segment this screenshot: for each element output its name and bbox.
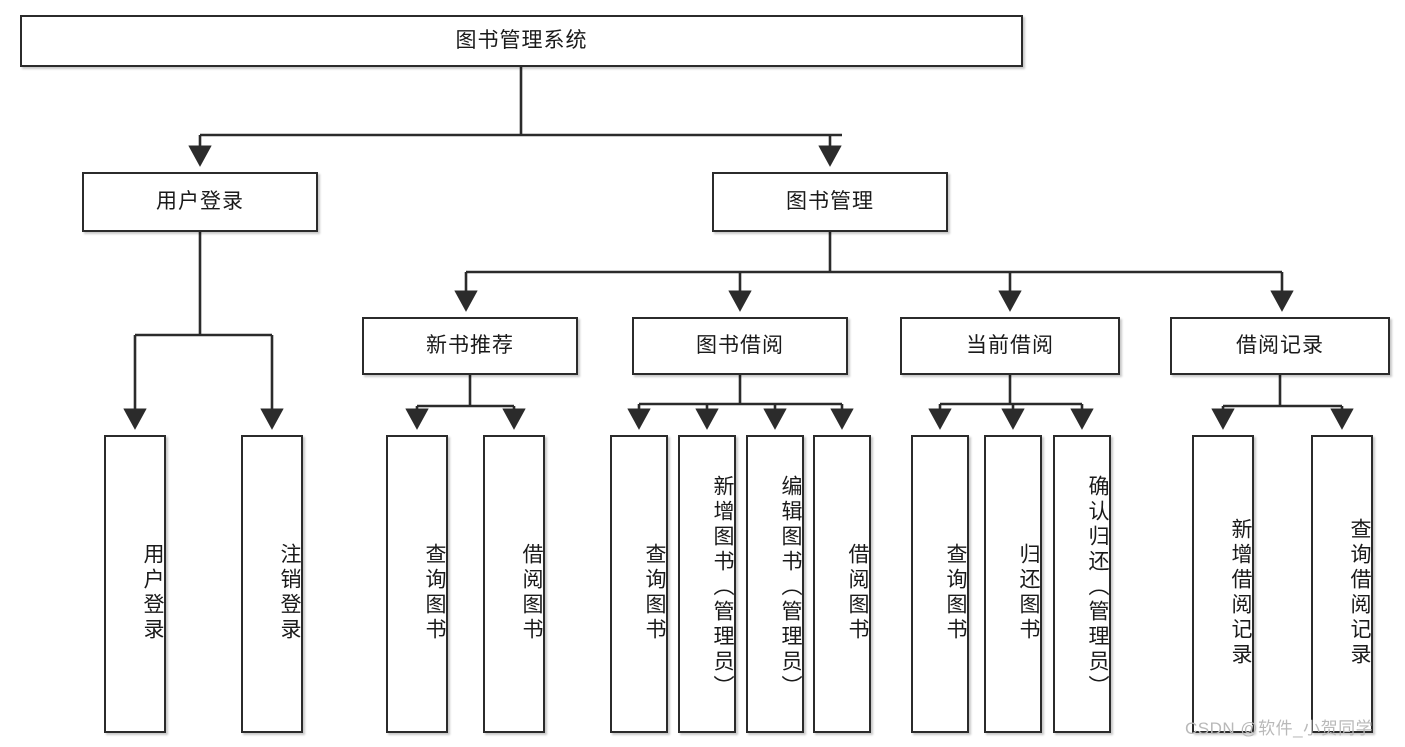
node-leaf-borrow-book-2-label: 借阅图书 bbox=[846, 543, 869, 643]
node-root[interactable]: 图书管理系统 bbox=[20, 15, 1023, 67]
node-leaf-add-record-label: 新增借阅记录 bbox=[1229, 518, 1252, 668]
node-leaf-query-record[interactable]: 查询借阅记录 bbox=[1311, 435, 1373, 733]
node-leaf-user-login[interactable]: 用户登录 bbox=[104, 435, 166, 733]
node-leaf-logout-label: 注销登录 bbox=[278, 543, 301, 643]
node-leaf-add-book-label: 新增图书（管理员） bbox=[711, 474, 734, 700]
node-leaf-confirm-return-label: 确认归还（管理员） bbox=[1086, 474, 1109, 700]
node-root-label: 图书管理系统 bbox=[455, 29, 588, 53]
node-new-book-recommend-label: 新书推荐 bbox=[426, 334, 514, 358]
node-leaf-query-book-1[interactable]: 查询图书 bbox=[386, 435, 448, 733]
node-leaf-borrow-book-2[interactable]: 借阅图书 bbox=[813, 435, 871, 733]
node-user-login[interactable]: 用户登录 bbox=[82, 172, 318, 232]
node-book-manage[interactable]: 图书管理 bbox=[712, 172, 948, 232]
csdn-watermark: CSDN @软件_小贺同学 bbox=[1185, 719, 1374, 738]
node-book-borrow[interactable]: 图书借阅 bbox=[632, 317, 848, 375]
node-leaf-query-book-2-label: 查询图书 bbox=[643, 543, 666, 643]
node-leaf-add-book[interactable]: 新增图书（管理员） bbox=[678, 435, 736, 733]
node-leaf-query-book-3[interactable]: 查询图书 bbox=[911, 435, 969, 733]
node-leaf-query-record-label: 查询借阅记录 bbox=[1348, 518, 1371, 668]
node-leaf-borrow-book-1[interactable]: 借阅图书 bbox=[483, 435, 545, 733]
node-borrow-record-label: 借阅记录 bbox=[1236, 334, 1324, 358]
node-leaf-logout[interactable]: 注销登录 bbox=[241, 435, 303, 733]
node-leaf-return-book[interactable]: 归还图书 bbox=[984, 435, 1042, 733]
node-leaf-edit-book-label: 编辑图书（管理员） bbox=[779, 474, 802, 700]
node-current-borrow[interactable]: 当前借阅 bbox=[900, 317, 1120, 375]
node-leaf-return-book-label: 归还图书 bbox=[1017, 543, 1040, 643]
node-leaf-query-book-3-label: 查询图书 bbox=[944, 543, 967, 643]
node-borrow-record[interactable]: 借阅记录 bbox=[1170, 317, 1390, 375]
node-leaf-borrow-book-1-label: 借阅图书 bbox=[520, 543, 543, 643]
node-leaf-query-book-1-label: 查询图书 bbox=[423, 543, 446, 643]
node-book-manage-label: 图书管理 bbox=[786, 190, 874, 214]
node-leaf-add-record[interactable]: 新增借阅记录 bbox=[1192, 435, 1254, 733]
node-leaf-user-login-label: 用户登录 bbox=[141, 543, 164, 643]
node-new-book-recommend[interactable]: 新书推荐 bbox=[362, 317, 578, 375]
node-leaf-query-book-2[interactable]: 查询图书 bbox=[610, 435, 668, 733]
node-user-login-label: 用户登录 bbox=[156, 190, 244, 214]
node-current-borrow-label: 当前借阅 bbox=[966, 334, 1054, 358]
node-leaf-confirm-return[interactable]: 确认归还（管理员） bbox=[1053, 435, 1111, 733]
node-book-borrow-label: 图书借阅 bbox=[696, 334, 784, 358]
node-leaf-edit-book[interactable]: 编辑图书（管理员） bbox=[746, 435, 804, 733]
